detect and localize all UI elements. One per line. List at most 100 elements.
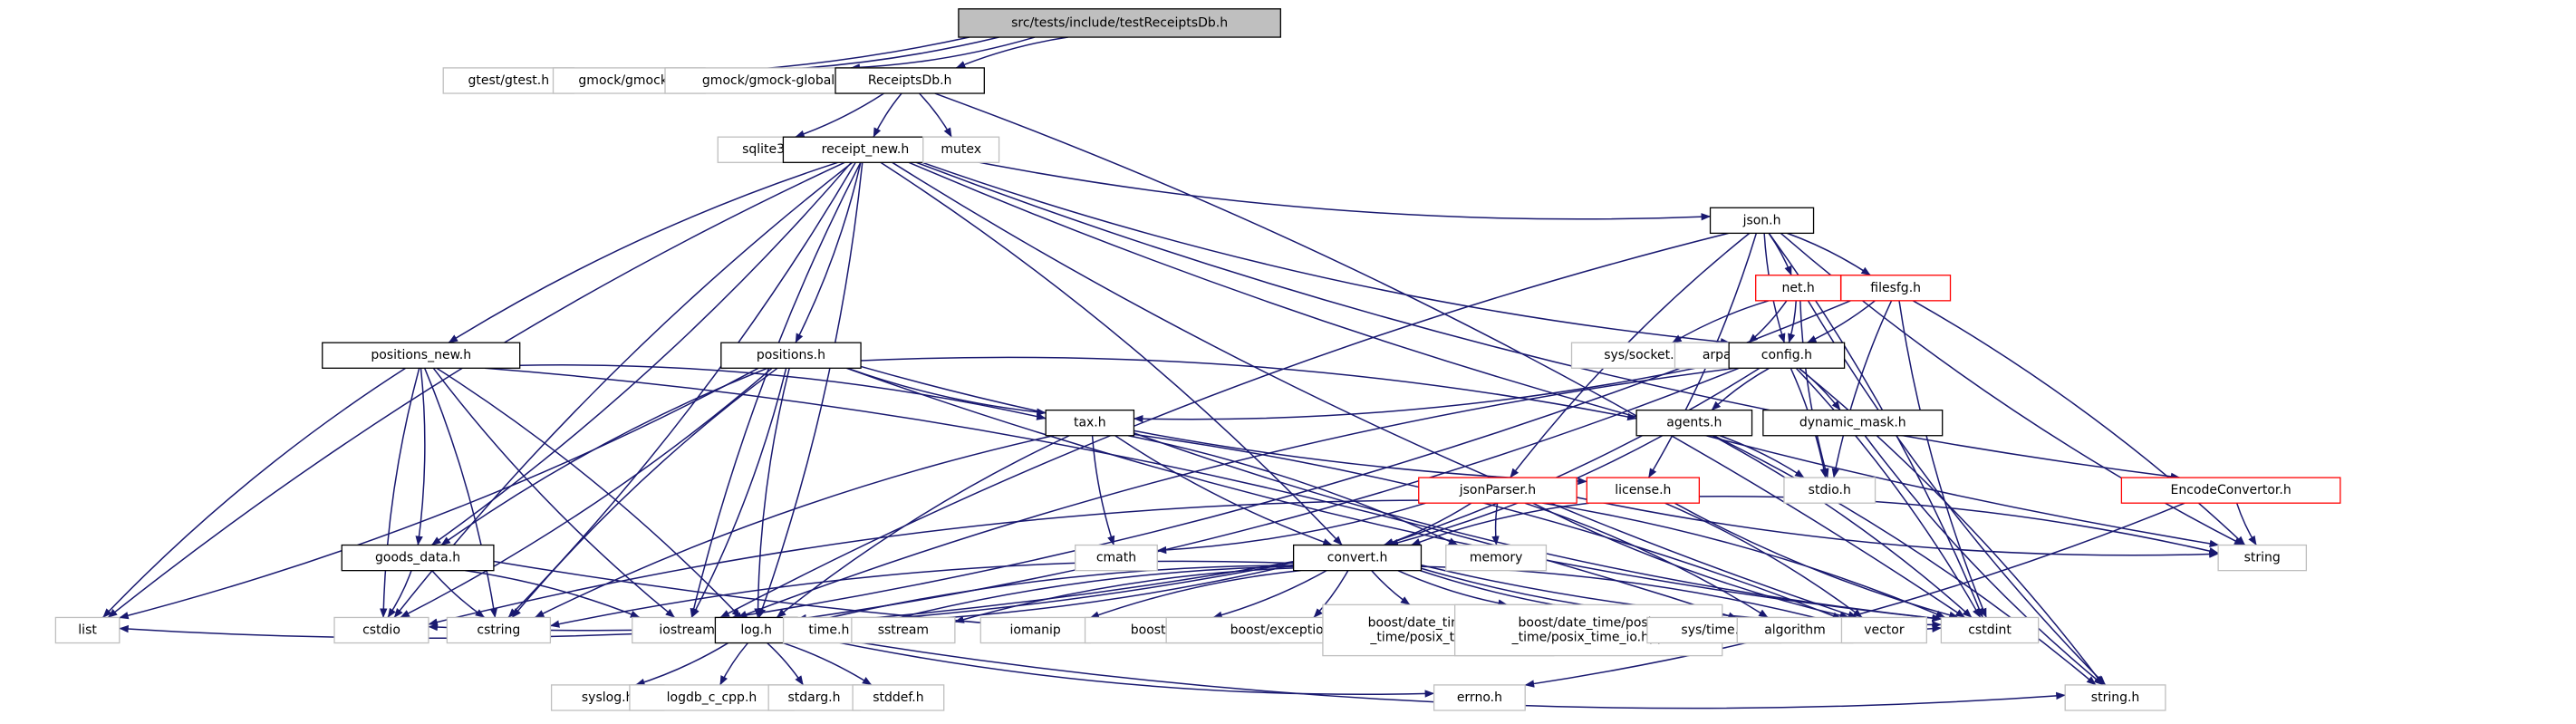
node-json[interactable]: json.h [1709,207,1815,235]
node-box [446,616,552,644]
edge-config-to-iostream [737,367,1736,619]
edge-goodsdata-to-iostream [465,569,641,619]
node-box [2064,684,2166,711]
node-errno: errno.h [1433,684,1526,711]
edge-positions-to-log [754,368,790,618]
node-label: string [2244,551,2281,565]
node-config[interactable]: config.h [1728,342,1846,369]
node-label: positions_new.h [371,348,471,362]
node-stringh: string.h [2064,684,2166,711]
edge-positionsnew-to-iostream [432,367,676,619]
edge-positionsnew-to-cstdio [380,368,420,618]
edge-license-to-convert [1411,502,1589,546]
edge-receiptnew-to-config [921,161,1731,346]
node-label: logdb_c_cpp.h [667,690,757,705]
node-box [1045,409,1135,437]
node-receiptsdb[interactable]: ReceiptsDb.h [835,67,985,94]
node-root[interactable]: src/tests/include/testReceiptsDb.h [958,8,1281,38]
node-license[interactable]: license.h [1586,477,1701,504]
edge-tax-to-cstdint [1134,432,1942,623]
edge-jsonparser-to-cstdio [428,499,1419,626]
edge-agents-to-stringh [1713,435,2097,686]
edge-receiptsdb-to-receiptnew [873,92,902,138]
node-logdb: logdb_c_cpp.h [629,684,795,711]
node-label: json.h [1742,213,1781,227]
node-box [1586,477,1701,504]
node-positions[interactable]: positions.h [720,342,862,369]
node-label: stdio.h [1809,483,1851,497]
node-vector: vector [1840,616,1927,644]
node-box [1940,616,2040,644]
node-box [720,342,862,369]
node-stdarg: stdarg.h [767,684,861,711]
edge-root-to-gmock [704,36,999,76]
node-mutex: mutex [922,136,1000,163]
node-label: boost/date_time/posix_time/posix_time_io… [1511,615,1665,644]
edge-json-to-filesfg [1787,232,1871,276]
edge-net-to-stdio [1799,300,1829,478]
node-label: ReceiptsDb.h [868,73,952,88]
node-net[interactable]: net.h [1755,275,1842,302]
node-box [851,616,956,644]
edge-license-to-string [1699,496,2219,555]
node-label: config.h [1761,348,1812,362]
node-receiptnew[interactable]: receipt_new.h [782,136,949,163]
node-convert[interactable]: convert.h [1292,544,1423,572]
node-label: iomanip [1010,623,1061,637]
node-box [1292,544,1423,572]
node-label: stddef.h [873,690,923,705]
node-positionsnew[interactable]: positions_new.h [322,342,521,369]
node-label: agents.h [1666,416,1722,430]
edge-convert-to-cstring [549,560,1294,628]
edge-config-to-cstdint [1795,367,1982,618]
node-algorithm: algorithm [1736,616,1854,644]
edge-receiptsdb-to-sqlite3 [795,92,885,138]
edge-receiptnew-to-json [947,155,1712,221]
node-label: memory [1470,551,1523,565]
edge-receiptsdb-to-mutex [919,92,952,138]
edge-config-to-stringh [1798,367,2104,686]
node-label: convert.h [1327,551,1388,565]
edge-root-to-gmockglobal [850,36,1036,72]
edge-positions-to-list [119,367,759,620]
node-label: jsonParser.h [1459,483,1536,497]
node-filesfg[interactable]: filesfg.h [1840,275,1952,302]
node-iomanip: iomanip [979,616,1091,644]
node-label: log.h [740,623,772,637]
node-box [54,616,121,644]
edge-positionsnew-to-cstring [423,368,498,618]
node-cstdint: cstdint [1940,616,2040,644]
node-dynmask[interactable]: dynamic_mask.h [1762,409,1944,437]
node-label: algorithm [1764,623,1826,637]
node-box [767,684,861,711]
edge-jsonparser-to-string [1576,497,2219,558]
edge-jsonparser-to-vector [1532,502,1850,620]
node-tax[interactable]: tax.h [1045,409,1135,437]
edge-encodeconv-to-string [2235,502,2257,545]
node-label: goods_data.h [375,551,460,565]
node-box [1075,544,1158,572]
edge-receiptnew-to-encodeconv [916,161,2181,481]
node-jsonparser[interactable]: jsonParser.h [1418,477,1577,504]
node-label: filesfg.h [1870,281,1921,295]
node-box [333,616,429,644]
edge-positions-to-tax [846,367,1047,416]
node-list: list [54,616,121,644]
node-agents[interactable]: agents.h [1635,409,1753,437]
edge-positions-to-agents [861,356,1637,421]
edge-log-to-syslog [635,642,729,686]
node-goodsdata[interactable]: goods_data.h [341,544,495,572]
node-box [322,342,521,369]
node-box [1840,616,1927,644]
edge-receiptnew-to-vector [892,161,1858,619]
node-label: license.h [1615,483,1671,497]
edge-log-to-errno [796,632,1435,698]
edge-positionsnew-to-tax [519,364,1047,420]
node-encodeconv[interactable]: EncodeConvertor.h [2120,477,2341,504]
node-label: tax.h [1074,416,1106,430]
edge-convert-to-iomanip [1089,569,1301,619]
edge-config-to-agents [1711,367,1770,411]
edge-jsonparser-to-algorithm [1524,502,1769,619]
node-label: net.h [1781,281,1814,295]
node-label: dynamic_mask.h [1799,416,1906,430]
